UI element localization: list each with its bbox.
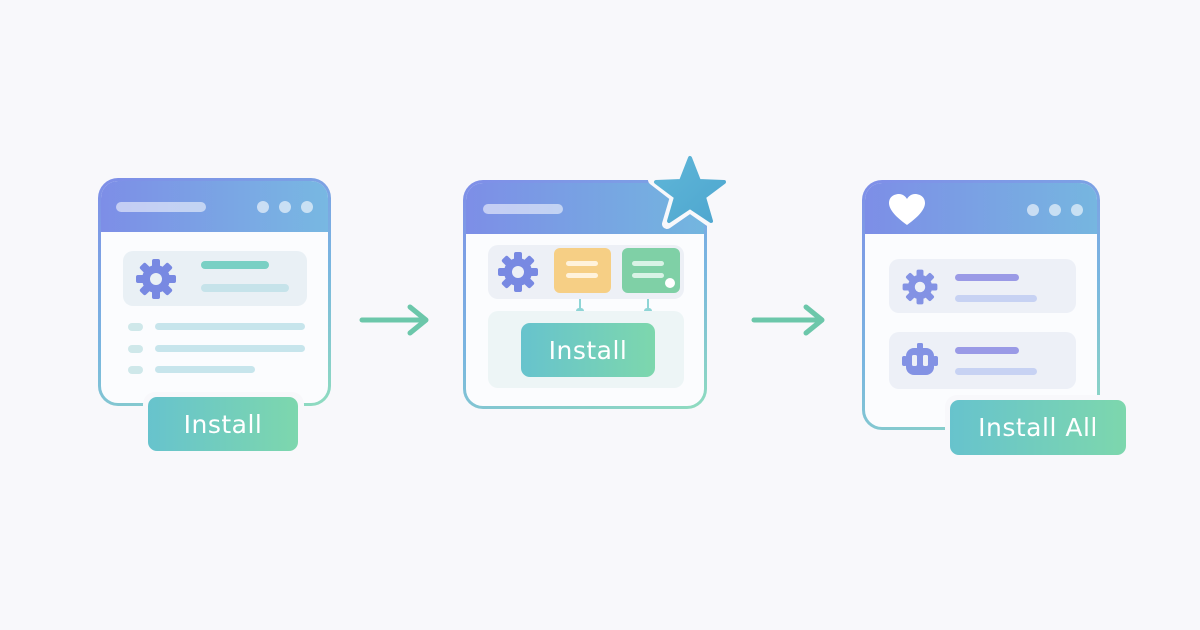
step3-card-text-line [955, 295, 1037, 302]
step3-window-dot [1049, 204, 1061, 216]
step1-title-placeholder [116, 202, 206, 212]
step1-card-text-line [201, 284, 289, 292]
connector-line [579, 299, 581, 311]
gear-icon [902, 269, 938, 305]
step2-component-row [488, 245, 684, 299]
install-button[interactable]: Install [521, 323, 655, 377]
arrow-right-icon [751, 304, 825, 336]
step1-window [98, 178, 331, 406]
step1-list-line [155, 366, 255, 373]
robot-icon [902, 343, 938, 375]
step1-list-bullet [128, 366, 143, 374]
step1-list-line [155, 345, 305, 352]
step1-list-bullet [128, 323, 143, 331]
step3-card-title-line [955, 347, 1019, 354]
step3-window [862, 180, 1100, 430]
step1-window-dot [279, 201, 291, 213]
card-dot [665, 278, 675, 288]
star-icon [648, 150, 732, 229]
install-button[interactable]: Install [148, 397, 298, 451]
step1-window-dot [257, 201, 269, 213]
heart-icon [889, 194, 925, 225]
gear-icon [136, 259, 176, 299]
card-line [632, 273, 664, 278]
step1-card-title-line [201, 261, 269, 269]
step3-extension-card [889, 332, 1076, 389]
step3-card-title-line [955, 274, 1019, 281]
card-line [632, 261, 664, 266]
connector-line [647, 299, 649, 311]
step2-title-placeholder [483, 204, 563, 214]
gear-icon [498, 252, 538, 292]
card-line [566, 273, 598, 278]
step3-extension-card [889, 259, 1076, 313]
arrow-right-icon [359, 304, 429, 336]
config-card-icon [622, 248, 680, 293]
step3-window-body [865, 183, 1097, 427]
step3-titlebar [865, 183, 1097, 234]
step1-titlebar [101, 181, 328, 232]
step3-card-text-line [955, 368, 1037, 375]
config-card-gold [554, 248, 611, 293]
card-line [566, 261, 598, 266]
step3-window-dot [1027, 204, 1039, 216]
step1-list-bullet [128, 345, 143, 353]
step1-window-dot [301, 201, 313, 213]
step3-window-dot [1071, 204, 1083, 216]
step1-list-line [155, 323, 305, 330]
install-all-button[interactable]: Install All [950, 400, 1126, 455]
step1-extension-card [123, 251, 307, 306]
step1-window-body [101, 181, 328, 403]
